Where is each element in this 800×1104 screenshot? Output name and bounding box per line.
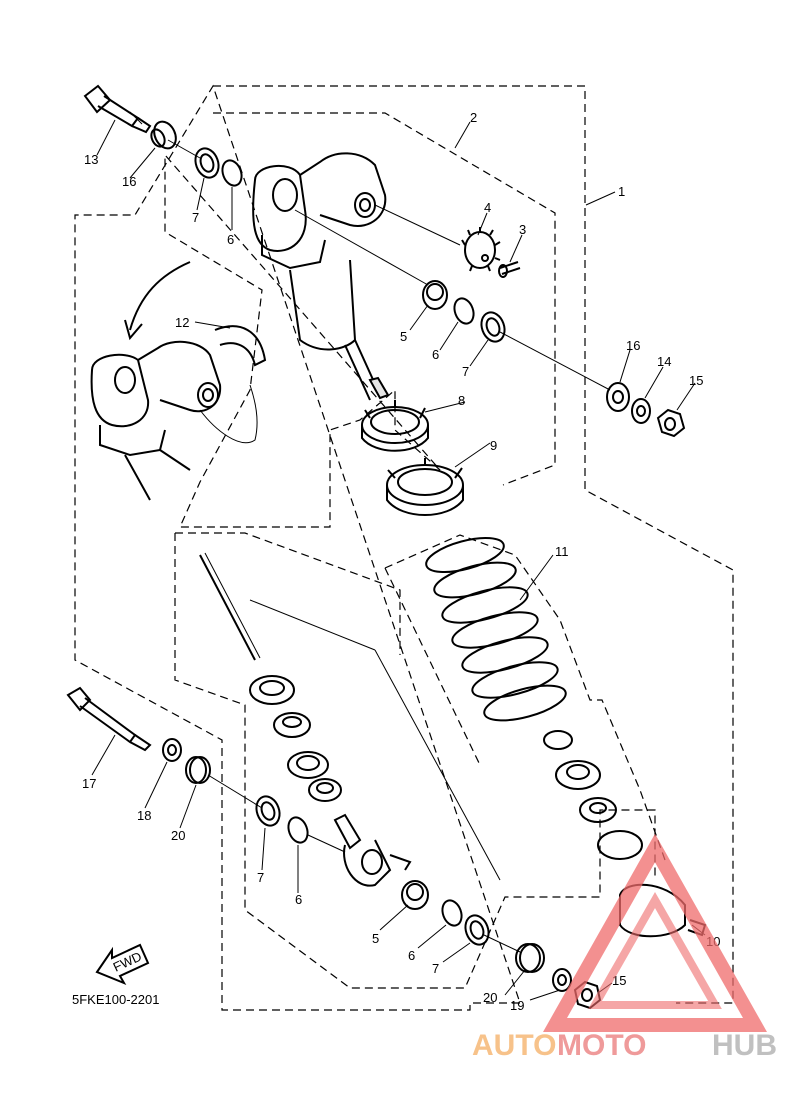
ring-nut-9 [386,458,464,516]
callout-7a: 7 [462,364,469,379]
fwd-label: FWD [111,949,144,975]
watermark-moto: MOTO [557,1029,646,1062]
callout-5c: 5 [372,931,379,946]
washer-14 [631,398,651,424]
direction-arrow [129,261,191,331]
bushing-5-lower [401,880,429,910]
callout-13: 13 [84,152,98,167]
leader-lines [91,119,706,1001]
screw-3 [498,261,521,278]
callout-20a: 20 [171,828,185,843]
bolt-17 [66,686,152,752]
washer-18 [162,738,182,762]
callout-9: 9 [490,438,497,453]
collar-20-right [515,943,545,973]
callout-20b: 20 [483,990,497,1005]
circlip-6-top [221,159,243,187]
circlip-6-lower-right [441,899,463,927]
group-outline-assembly-1 [74,84,734,1011]
watermark-hub: HUB [712,1029,777,1062]
callout-18: 18 [137,808,151,823]
watermark-logo: AUTO MOTO HUB [472,833,777,1062]
watermark-auto: AUTO [472,1029,556,1062]
collar-16-right [606,382,630,412]
bushing-5-upper [422,280,448,310]
bushing-7-lower-right [464,914,490,946]
collar-20-left [185,756,211,784]
piston-rod [199,554,256,661]
callout-7d: 7 [257,870,264,885]
callout-12: 12 [175,315,189,330]
group-outline-lower-internal [174,532,656,989]
callout-8: 8 [458,393,465,408]
callout-4: 4 [484,200,491,215]
callout-11: 11 [555,544,569,559]
shock-upper-body-2 [252,152,390,401]
valve-stack [249,675,342,802]
group-outline-upper-body-2 [164,112,556,528]
callout-6d: 6 [295,892,302,907]
callout-6b: 6 [227,232,234,247]
collar-16-top [150,120,177,150]
callout-14: 14 [657,354,671,369]
circlip-6-upper [453,297,475,325]
callout-16a: 16 [122,174,136,189]
callout-16b: 16 [626,338,640,353]
shock-upper-detail-12 [90,325,267,501]
diagram-code: 5FKE100-2201 [72,992,159,1007]
callout-1: 1 [618,184,625,199]
callout-6e: 6 [408,948,415,963]
callout-15a: 15 [689,373,703,388]
nut-15-right [656,408,686,438]
callout-5a: 5 [400,329,407,344]
circlip-6-lower-left [287,816,309,844]
ring-nut-8 [361,400,429,452]
callout-3: 3 [519,222,526,237]
callout-2: 2 [470,110,477,125]
bushing-7-upper [480,311,506,343]
bump-stop-assembly [543,730,643,860]
callout-19: 19 [510,998,524,1013]
fwd-arrow-icon: FWD [95,943,150,986]
callout-7b: 7 [192,210,199,225]
adjuster-4 [461,227,501,272]
group-outline-spring-11 [384,534,666,861]
shock-lower-eye [333,813,412,887]
bolt-13 [83,84,152,134]
spring-11 [425,536,567,722]
callout-17: 17 [82,776,96,791]
bushing-7-lower-left [255,795,281,827]
callout-6a: 6 [432,347,439,362]
washer-19 [552,968,572,992]
callout-7e: 7 [432,961,439,976]
bushing-7-top [194,147,220,179]
